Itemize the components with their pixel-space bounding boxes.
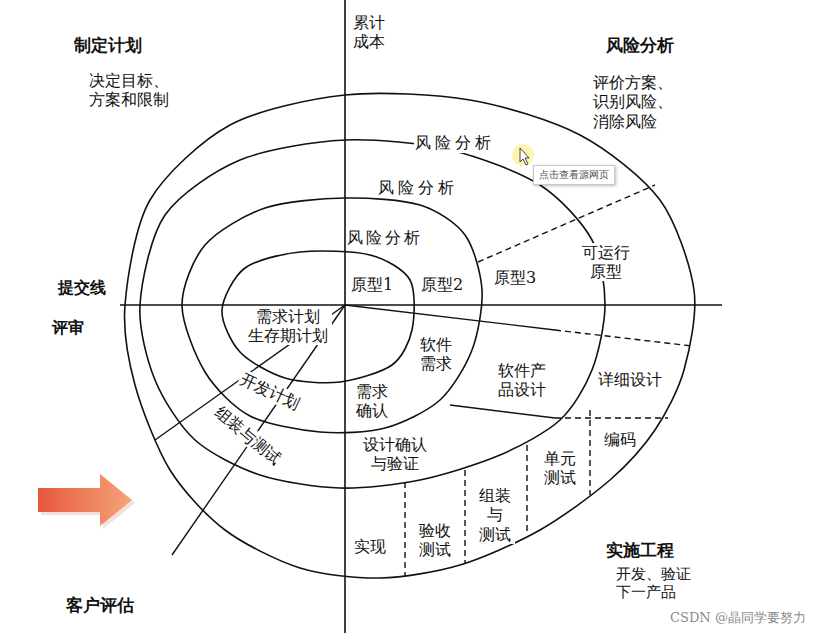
- radial-line: [450, 405, 555, 418]
- tooltip-text: 点击查看源网页: [539, 169, 609, 180]
- dashed-divider: [404, 482, 405, 577]
- phase-label: 风险分析: [414, 133, 496, 152]
- cursor-pointer: [520, 148, 529, 165]
- phase-label: 组装 与 测试: [475, 486, 515, 544]
- prototype-label: 原型1: [350, 275, 394, 294]
- dashed-divider: [526, 445, 527, 535]
- red-arrow: [38, 474, 135, 529]
- phase-label: 需求 确认: [352, 382, 392, 420]
- radial-line: [172, 305, 345, 555]
- tooltip-box: 点击查看源网页: [533, 165, 615, 185]
- dashed-divider: [555, 330, 692, 346]
- spiral-loop: [140, 140, 605, 488]
- quadrant-note: 评价方案、 识别风险、 消除风险: [592, 73, 680, 131]
- quadrant-note: 决定目标、 方案和限制: [88, 71, 176, 109]
- radial-line: [345, 305, 555, 330]
- dashed-divider: [555, 417, 668, 418]
- axis-title: 提交线: [57, 278, 107, 297]
- phase-label: 软件 需求: [416, 335, 456, 373]
- dashed-divider: [589, 410, 590, 495]
- phase-label: 实现: [353, 537, 387, 556]
- quadrant-note: 开发、验证 下一产品: [615, 565, 698, 601]
- spiral-rings: [125, 93, 695, 578]
- quadrant-title: 风险分析: [602, 35, 679, 55]
- phase-label: 组装与测试: [210, 402, 285, 469]
- axis-title: 评审: [51, 318, 85, 337]
- phase-label: 风险分析: [377, 178, 459, 197]
- phase-label: 开发计划: [236, 369, 304, 414]
- prototype-label: 原型2: [420, 275, 464, 294]
- cost-axis: [344, 0, 346, 633]
- watermark: CSDN @晶同学要努力: [669, 610, 807, 626]
- phase-label: 单元 测试: [540, 449, 580, 487]
- prototype-label: 可运行 原型: [578, 243, 634, 281]
- cursor-glow: [512, 144, 534, 166]
- axis-title: 累计 成本: [352, 13, 392, 51]
- phase-label: 风险分析: [346, 228, 424, 247]
- phase-label: 软件产 品设计: [494, 361, 550, 399]
- phase-label: 详细设计: [597, 370, 663, 389]
- spiral-loop: [125, 93, 695, 578]
- prototype-label: 原型3: [493, 268, 537, 287]
- commit-axis: [120, 304, 722, 306]
- spiral-loop: [222, 251, 414, 383]
- quadrant-title: 实施工程: [605, 540, 675, 560]
- dashed-divider: [464, 470, 465, 563]
- quadrant-title: 客户评估: [65, 595, 135, 615]
- phase-label: 编码: [603, 430, 637, 449]
- quadrant-title: 制定计划: [70, 35, 147, 55]
- phase-label: 设计确认 与验证: [359, 435, 431, 473]
- phase-label: 需求计划 生存期计划: [244, 307, 332, 345]
- phase-label: 验收 测试: [415, 521, 455, 559]
- radial-line: [155, 305, 345, 440]
